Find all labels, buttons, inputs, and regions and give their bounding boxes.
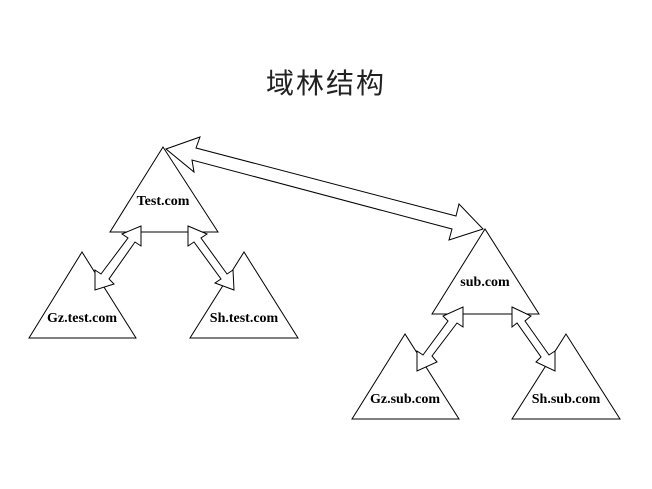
- domain-node-sh-sub-com: [511, 333, 621, 420]
- domain-node-gz-test-com: [28, 251, 137, 339]
- trust-arrow-sub-shs: [511, 306, 556, 372]
- domain-tree-test-com: Test.com Gz.test.com Sh.test.com: [28, 146, 299, 339]
- trust-arrow-sub-gzs: [416, 306, 464, 372]
- trust-arrow-test-sub: [164, 136, 484, 241]
- trust-arrow-test-sht: [187, 225, 235, 291]
- domain-node-gz-sub-com: [351, 333, 460, 420]
- domain-node-sh-test-com: [189, 251, 299, 339]
- label-sh-sub-com: Sh.sub.com: [532, 392, 601, 407]
- domain-node-test-com: [109, 146, 219, 233]
- label-test-com: Test.com: [137, 194, 190, 209]
- domain-node-sub-com: [431, 228, 540, 315]
- trust-arrow-test-gzt: [94, 225, 142, 291]
- diagram-title: 域林结构: [265, 67, 386, 100]
- label-gz-test-com: Gz.test.com: [47, 311, 117, 326]
- label-gz-sub-com: Gz.sub.com: [370, 392, 440, 407]
- domain-tree-sub-com: sub.com Gz.sub.com Sh.sub.com: [351, 228, 621, 420]
- label-sh-test-com: Sh.test.com: [210, 311, 279, 326]
- trust-arrows: [94, 136, 556, 372]
- label-sub-com: sub.com: [460, 275, 510, 290]
